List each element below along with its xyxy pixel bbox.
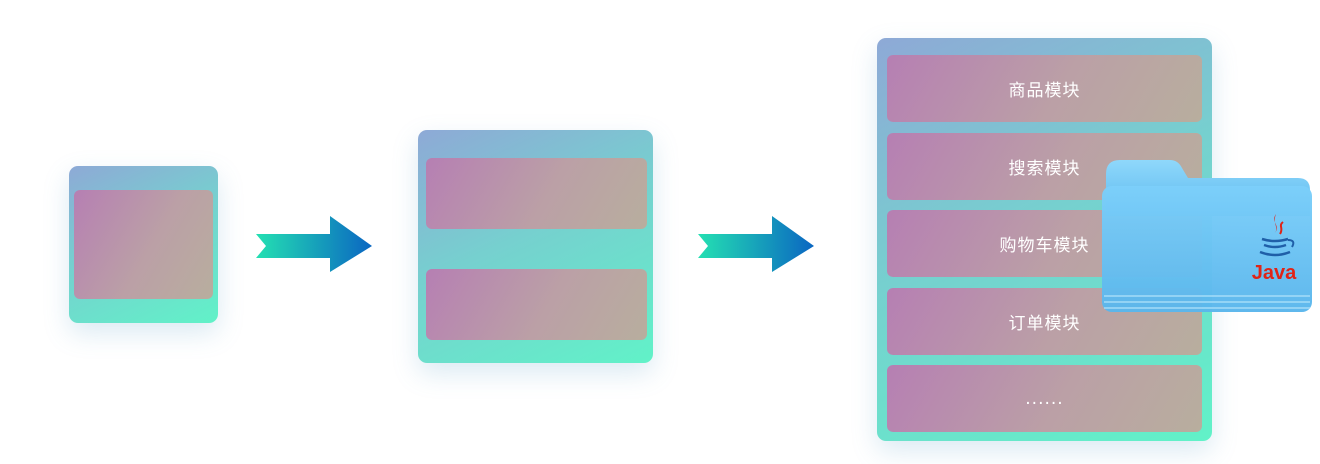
stage3-card: 商品模块 搜索模块 购物车模块 订单模块 ...... [877,38,1212,441]
java-folder-icon: Java [1100,156,1312,314]
arrow-right-icon [698,216,814,272]
folder-icon [1102,160,1312,312]
module-product: 商品模块 [887,55,1202,122]
java-label: Java [1251,262,1297,284]
arrow-right-icon [256,216,372,272]
java-coffee-cup-icon [1259,214,1295,257]
stage1-block [74,190,213,299]
stage2-block-top [426,158,647,229]
module-more: ...... [887,365,1202,432]
stage1-card [69,166,218,323]
stage2-card [418,130,653,363]
stage2-block-bottom [426,269,647,340]
